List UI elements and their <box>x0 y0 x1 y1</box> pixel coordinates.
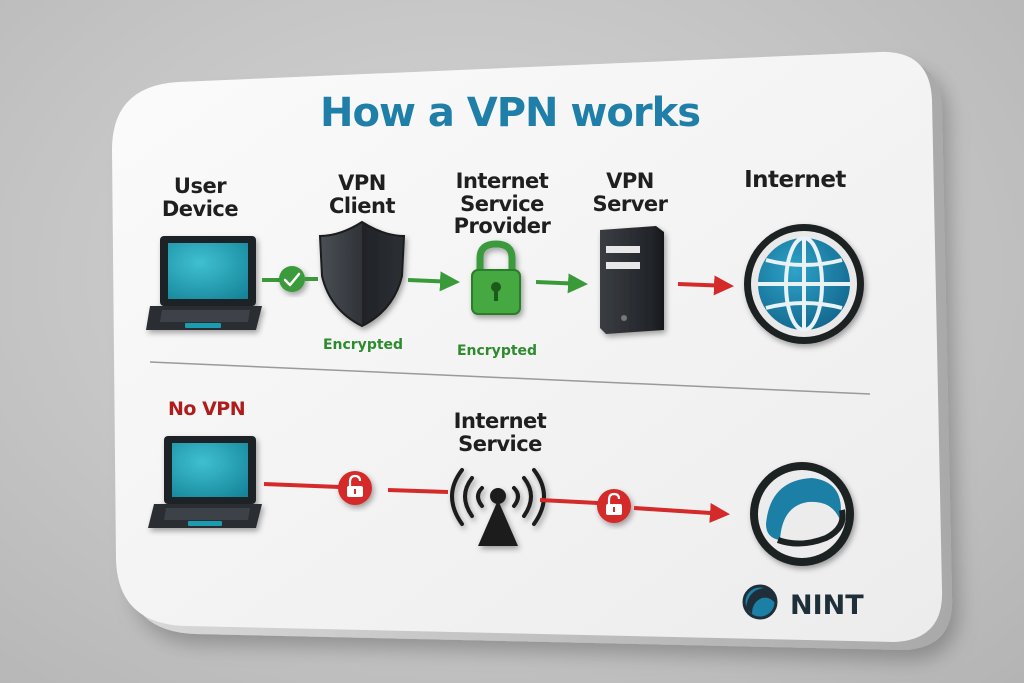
encrypted-label: Encrypted <box>456 343 538 359</box>
node-label-user-device: User Device <box>161 174 239 221</box>
page-title: How a VPN works <box>320 90 701 136</box>
exposed-arrow <box>633 502 730 523</box>
antenna-icon <box>450 468 546 546</box>
section-divider <box>149 361 871 395</box>
laptop-icon <box>148 436 262 528</box>
check-icon <box>279 266 305 292</box>
panel <box>112 51 953 650</box>
brand-name: NINT <box>790 590 864 621</box>
exposed-connector <box>263 482 341 489</box>
secure-arrow <box>535 273 588 294</box>
globe-icon <box>744 224 864 344</box>
no-vpn-heading: No VPN <box>168 398 246 420</box>
node-label-isp: Internet Service Provider <box>453 169 551 239</box>
secure-arrow <box>407 271 460 292</box>
node-label-internet: Internet <box>744 167 846 193</box>
node-label-vpn-server: VPN Server <box>592 169 668 216</box>
exposed-arrow <box>677 275 734 296</box>
nint-logo-icon <box>742 584 778 620</box>
red-unlock-icon <box>597 489 631 523</box>
shield-icon <box>318 220 406 328</box>
node-label-internet-service: Internet Service <box>453 409 547 456</box>
internet-logo-icon <box>750 462 854 566</box>
exposed-connector <box>387 488 449 494</box>
padlock-icon <box>471 240 521 315</box>
exposed-connector <box>539 498 599 505</box>
laptop-icon <box>146 236 262 330</box>
red-unlock-icon <box>338 471 372 505</box>
encrypted-label: Encrypted <box>322 337 404 353</box>
server-icon <box>600 226 664 334</box>
node-label-vpn-client: VPN Client <box>328 171 396 218</box>
